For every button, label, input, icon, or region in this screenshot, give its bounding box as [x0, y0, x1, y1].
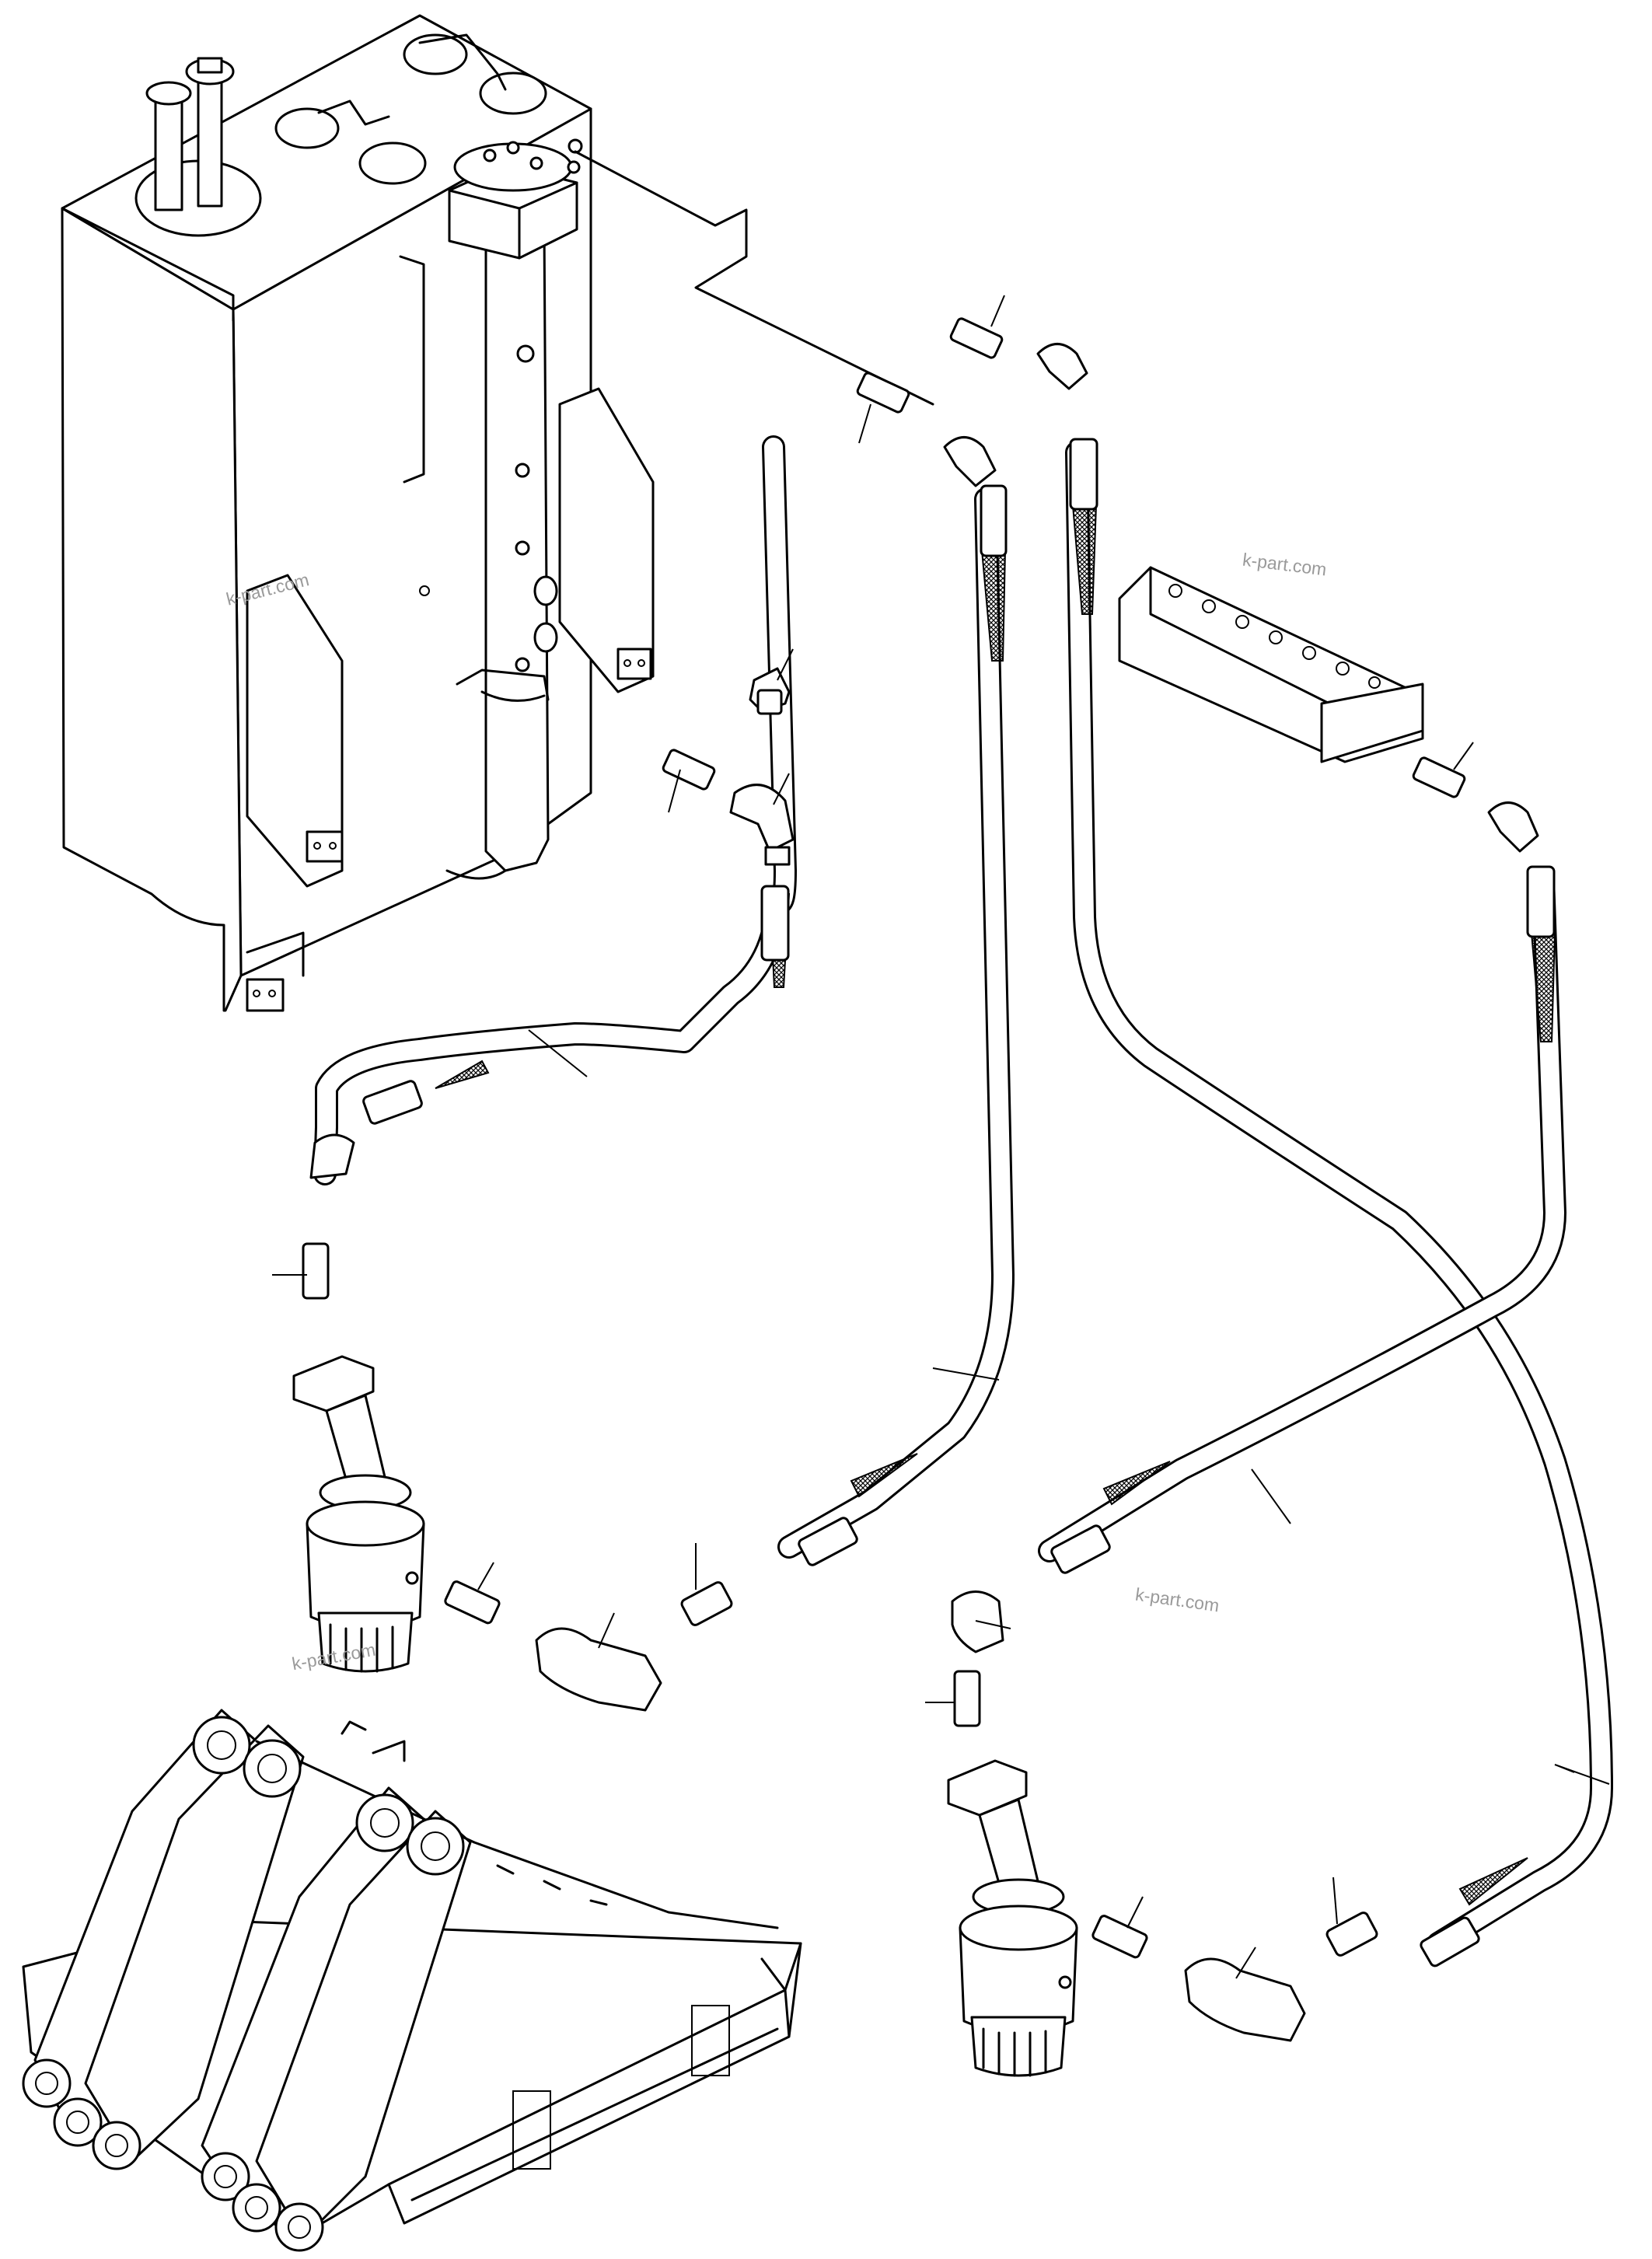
hose-left-upper [777, 487, 1015, 1559]
hose-right-cross [1038, 867, 1566, 1562]
machine-frame [22, 1709, 802, 2252]
manifold-block [1118, 566, 1424, 763]
hose-right-long [1065, 441, 1613, 1955]
pump-left [292, 1355, 425, 1673]
hose-end-fittings [309, 343, 1556, 1967]
hydraulic-tank [61, 14, 655, 1012]
pump-right [947, 1759, 1078, 2077]
callout-leaders [272, 295, 1610, 1979]
adapter-fittings [302, 317, 1466, 1959]
mounting-plate [574, 150, 934, 406]
